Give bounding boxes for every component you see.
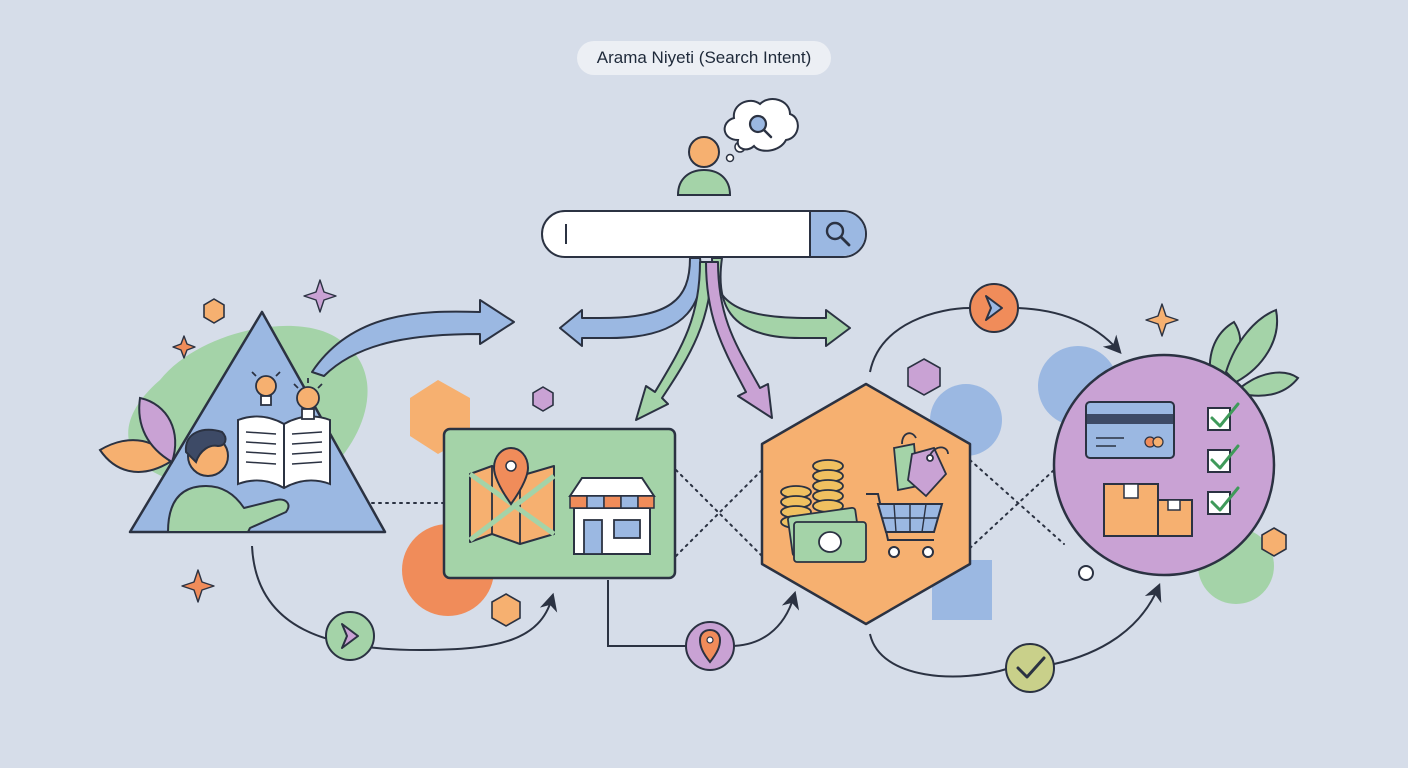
flow-badges [325,283,1055,693]
price-tag-icon [893,432,949,498]
searcher-figure [676,98,799,196]
check-icon [1005,643,1055,693]
search-input[interactable] [543,212,811,256]
stage-informational [98,299,515,534]
page-title: Arama Niyeti (Search Intent) [577,41,831,75]
play-arrow-icon [969,283,1019,333]
store-icon [568,477,656,555]
stage-commercial [760,382,972,626]
flow-loops [251,307,1158,678]
search-icon [748,114,773,139]
stage-navigational [410,380,677,580]
decor-hexagons [203,298,1287,627]
package-box-icon [1103,483,1193,537]
search-bar [541,210,867,258]
search-button[interactable] [809,212,865,256]
user-head [688,136,720,168]
checklist-icon [1207,402,1240,515]
user-icon [676,168,732,196]
location-pin-icon [685,621,735,671]
coins-money-icon [780,459,867,563]
decor-dot [1078,565,1094,581]
open-book-icon [237,415,331,490]
map-pin-icon [468,446,556,545]
branch-arrows [559,257,851,421]
page-title-text: Arama Niyeti (Search Intent) [596,48,812,67]
credit-card-icon [1085,401,1175,459]
shopping-cart-icon [866,493,944,558]
play-arrow-icon [325,611,375,661]
stage-transactional [1052,308,1300,577]
decor-sparkles [172,279,1179,603]
search-icon [825,221,851,247]
lightbulb-icon [251,371,323,420]
text-cursor [565,224,567,244]
dotted-connectors [371,459,1065,557]
